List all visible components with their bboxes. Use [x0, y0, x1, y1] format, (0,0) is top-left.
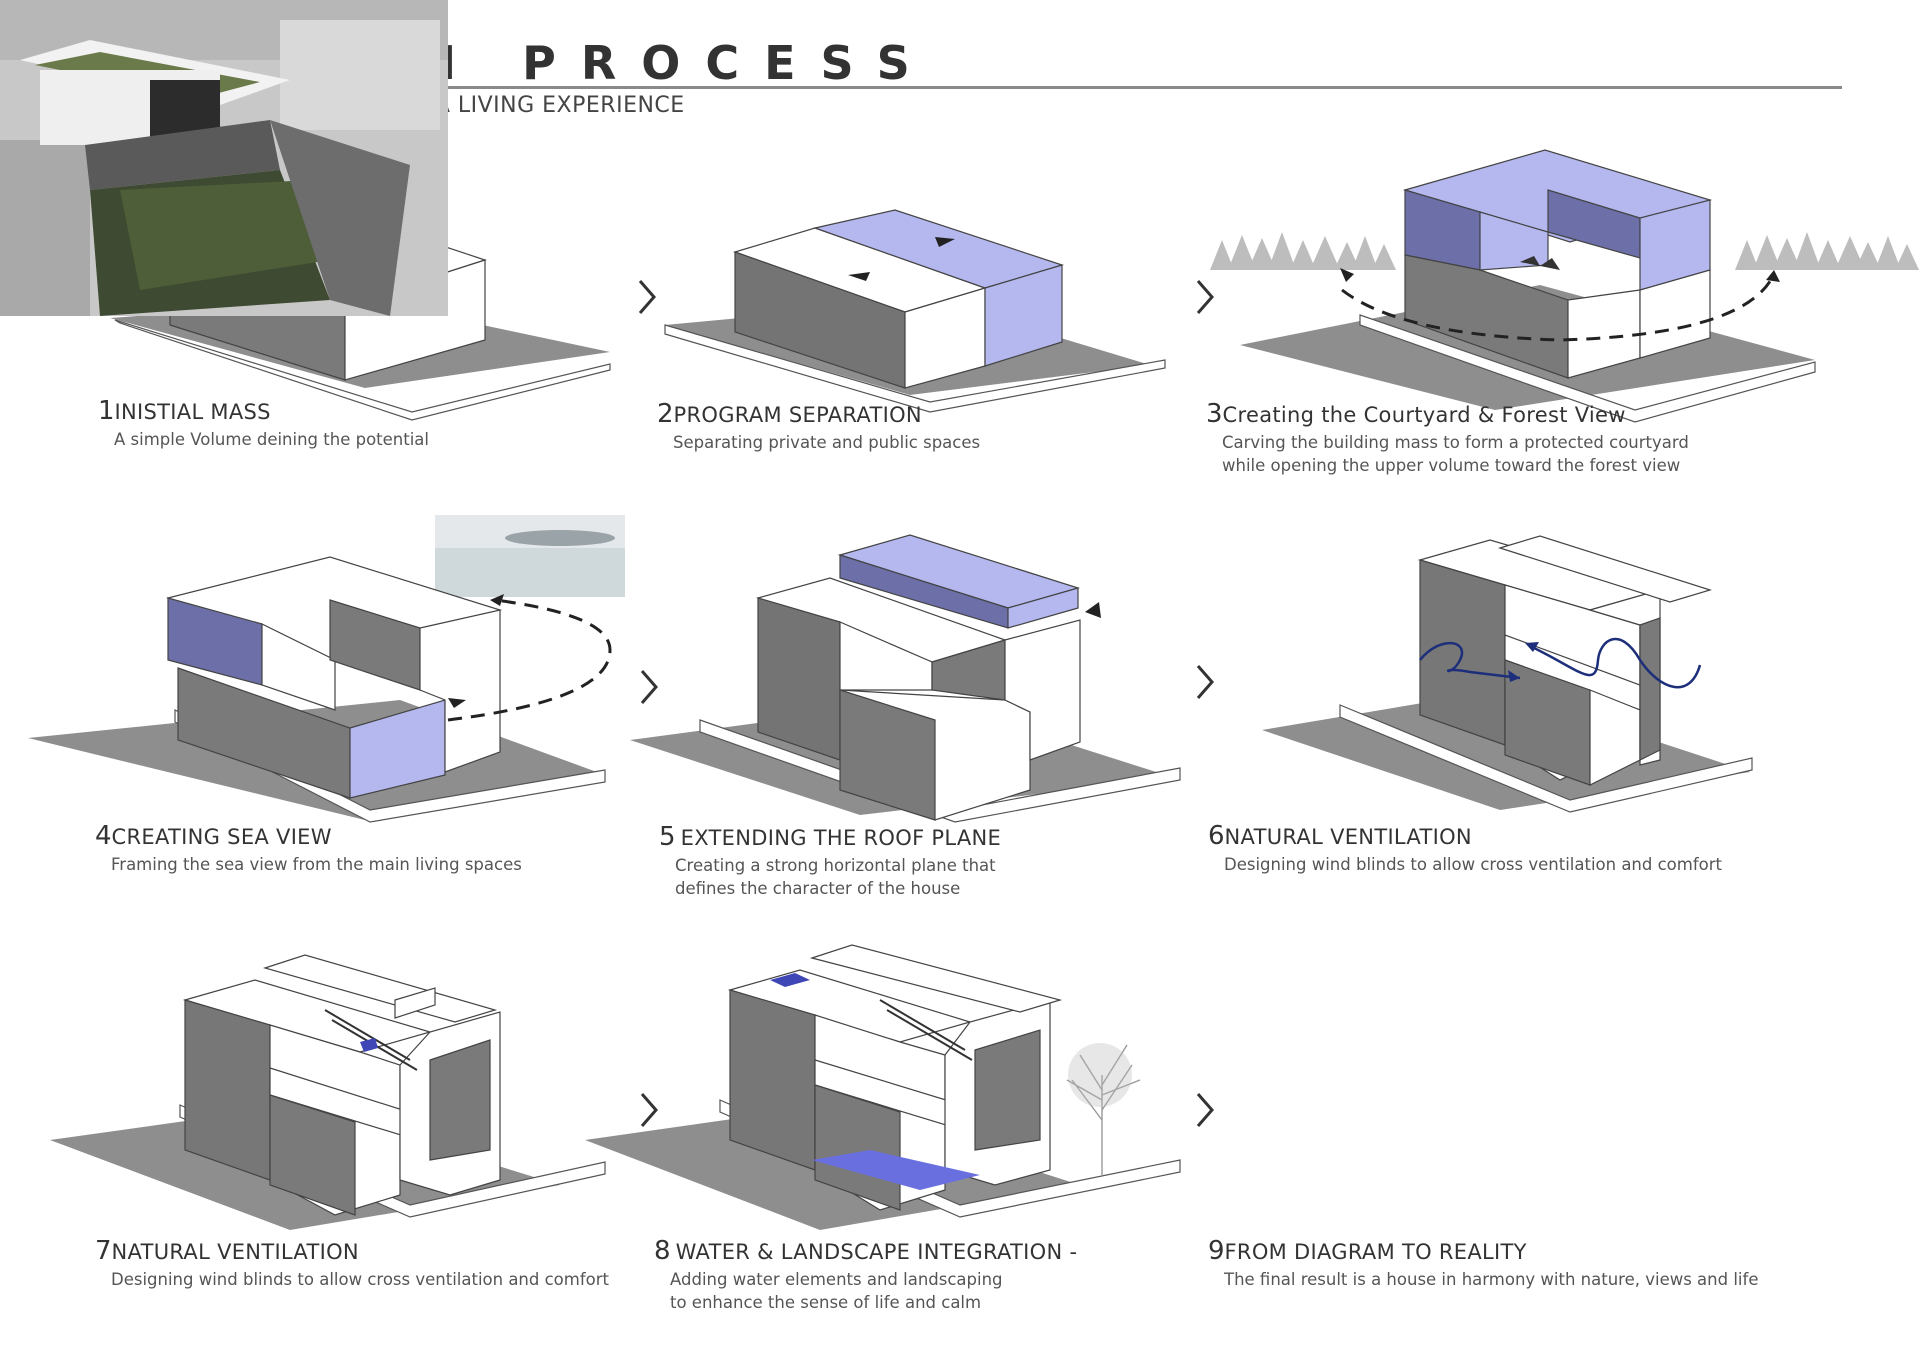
step-number: 5 [659, 822, 676, 852]
wind-arrow-icon [1419, 641, 1521, 680]
stair-icon [879, 999, 973, 1061]
step-7-caption: 7NATURAL VENTILATION Designing wind blin… [95, 1236, 609, 1291]
chevron-right-icon [1196, 280, 1214, 314]
step-8-caption: 8 WATER & LANDSCAPE INTEGRATION - Adding… [654, 1236, 1077, 1314]
step-number: 3 [1206, 399, 1223, 429]
chevron-right-icon [1196, 1093, 1214, 1127]
step-number: 2 [657, 399, 674, 429]
step-2-caption: 2PROGRAM SEPARATION Separating private a… [657, 399, 980, 454]
step-description: Carving the building mass to form a prot… [1222, 433, 1689, 475]
step-description: Framing the sea view from the main livin… [111, 855, 522, 874]
arrow-icon [1340, 268, 1354, 282]
step-3-caption: 3Creating the Courtyard & Forest View Ca… [1206, 399, 1689, 477]
arrow-icon [448, 698, 466, 708]
step-title: Creating the Courtyard & Forest View [1222, 403, 1626, 427]
step-description: Designing wind blinds to allow cross ven… [1224, 855, 1723, 874]
step-title: PROGRAM SEPARATION [673, 403, 922, 427]
wind-arrow-icon [1529, 637, 1702, 689]
step-number: 1 [98, 396, 115, 426]
water-feature [812, 1150, 980, 1190]
step-title: NATURAL VENTILATION [1224, 825, 1472, 849]
arrow-icon [1085, 602, 1101, 618]
step-6-caption: 6NATURAL VENTILATION Designing wind blin… [1208, 821, 1722, 876]
step-4-caption: 4CREATING SEA VIEW Framing the sea view … [95, 821, 522, 876]
step-description: Separating private and public spaces [673, 433, 981, 452]
step-title: NATURAL VENTILATION [111, 1240, 359, 1264]
arrow-icon [935, 237, 955, 247]
tree-icon [1066, 1044, 1141, 1175]
chevron-right-icon [638, 280, 656, 314]
step-title: INISTIAL MASS [114, 400, 271, 424]
forest-left-icon [1210, 232, 1396, 270]
step-title: WATER & LANDSCAPE INTEGRATION - [675, 1240, 1078, 1264]
house-photo [0, 0, 448, 316]
title-rule [90, 86, 1842, 89]
step-title: EXTENDING THE ROOF PLANE [680, 826, 1002, 850]
step-5-caption: 5 EXTENDING THE ROOF PLANE Creating a st… [659, 822, 1001, 900]
step-title: FROM DIAGRAM TO REALITY [1224, 1240, 1527, 1264]
step-number: 6 [1208, 821, 1225, 851]
arrow-icon [1766, 270, 1780, 282]
arrow-icon [848, 272, 870, 281]
forest-right-icon [1735, 232, 1919, 270]
step-title: CREATING SEA VIEW [111, 825, 332, 849]
step-number: 4 [95, 821, 112, 851]
chevron-right-icon [640, 670, 658, 704]
step-description: Designing wind blinds to allow cross ven… [111, 1270, 610, 1289]
chevron-right-icon [640, 1093, 658, 1127]
step-number: 7 [95, 1236, 112, 1266]
step-number: 8 [654, 1236, 671, 1266]
step-number: 9 [1208, 1236, 1225, 1266]
step-1-caption: 1INISTIAL MASS A simple Volume deining t… [98, 396, 429, 451]
step-description: The final result is a house in harmony w… [1224, 1270, 1759, 1289]
arrow-icon [490, 594, 504, 606]
step-description: A simple Volume deining the potential [114, 430, 429, 449]
chevron-right-icon [1196, 665, 1214, 699]
roof-pool [770, 973, 810, 987]
arrow-icon [1520, 256, 1560, 270]
step-9-caption: 9FROM DIAGRAM TO REALITY The final resul… [1208, 1236, 1758, 1291]
